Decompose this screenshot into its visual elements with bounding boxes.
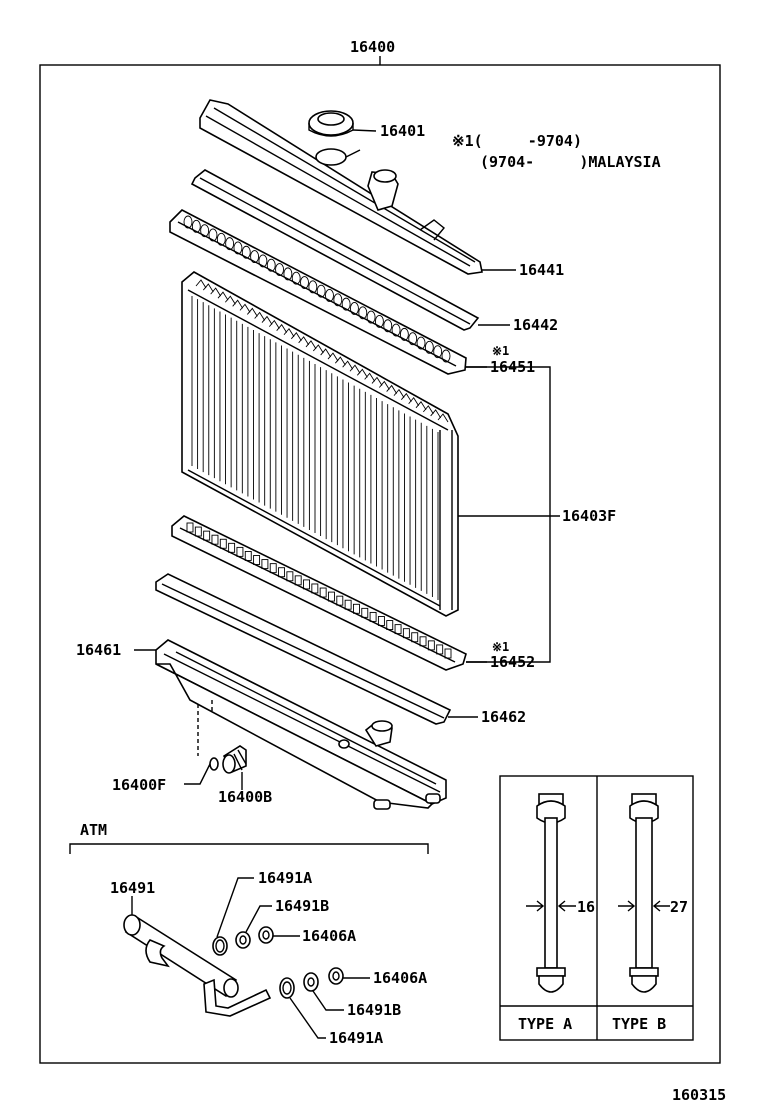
figure-id: 160315 (672, 1086, 726, 1104)
type-b-label: TYPE B (612, 1015, 666, 1033)
type-b-dimension: 27 (670, 898, 688, 916)
note-line-2: (9704- )MALAYSIA (480, 153, 661, 171)
assembly-part-number: 16400 (350, 38, 395, 56)
type-a-tube (536, 793, 566, 993)
upper-seal-plate-part (169, 209, 467, 375)
callout-16400F: 16400F (112, 776, 166, 794)
radiator-cap-part (308, 110, 354, 137)
callout-16491B-bottom: 16491B (347, 1001, 401, 1019)
oring-16491A-top (212, 936, 228, 956)
note-line-1: ※1( -9704) (452, 132, 582, 150)
mark-upper: ※1 (492, 344, 509, 358)
callout-16491A-bottom: 16491A (329, 1029, 383, 1047)
mark-lower: ※1 (492, 640, 509, 654)
washer-16491B-bottom (303, 972, 319, 992)
type-a-label: TYPE A (518, 1015, 572, 1033)
callout-16406A-top: 16406A (302, 927, 356, 945)
callout-16403F: 16403F (562, 507, 616, 525)
lower-seal-plate-part (171, 515, 467, 671)
callout-16442: 16442 (513, 316, 558, 334)
radiator-core-part (181, 271, 459, 617)
upper-tank-part (199, 99, 483, 275)
lower-tank-part (155, 639, 447, 810)
callout-16406A-bottom: 16406A (373, 969, 427, 987)
type-b-tube (629, 793, 659, 993)
callout-16491B-top: 16491B (275, 897, 329, 915)
atm-label: ATM (80, 821, 107, 839)
drain-cock-oring-part (209, 757, 219, 771)
callout-16461: 16461 (76, 641, 121, 659)
oil-cooler-pipe-part (123, 914, 272, 1017)
oring-16491A-bottom (279, 977, 295, 999)
drain-cock-plug-part (222, 745, 247, 774)
type-a-dimension: 16 (577, 898, 595, 916)
callout-16441: 16441 (519, 261, 564, 279)
callout-16401: 16401 (380, 122, 425, 140)
callout-16491: 16491 (110, 879, 155, 897)
nut-16406A-top (258, 926, 274, 944)
washer-16491B-top (235, 931, 251, 949)
callout-16452: 16452 (490, 653, 535, 671)
callout-16491A-top: 16491A (258, 869, 312, 887)
callout-16462: 16462 (481, 708, 526, 726)
callout-16400B: 16400B (218, 788, 272, 806)
nut-16406A-bottom (328, 967, 344, 985)
